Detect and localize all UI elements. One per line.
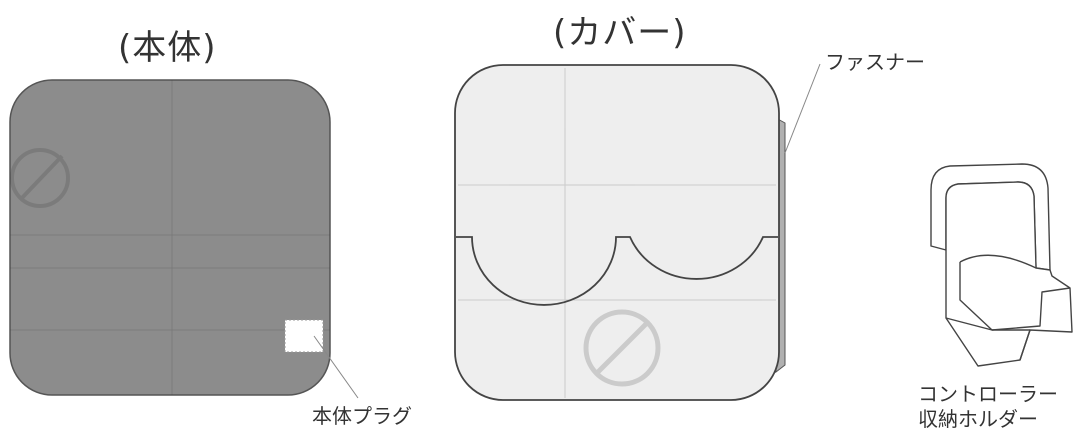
body-plug [284, 319, 324, 353]
holder-inner-pocket [959, 262, 1071, 331]
cover-panel [454, 64, 780, 401]
holder-body [945, 181, 1073, 367]
body-plug-label: 本体プラグ [312, 404, 412, 428]
cover-unit [454, 63, 821, 401]
controller-holder-label-line1: コントローラー [918, 382, 1058, 406]
controller-holder-label-line2: 収納ホルダー [918, 407, 1038, 431]
fastener-leader-line [784, 63, 821, 154]
cover-title: (カバー) [553, 13, 687, 53]
body-show-through [10, 80, 330, 395]
cover-pocket-scallop [456, 236, 778, 306]
body-panel [9, 79, 331, 396]
holder-inner-fold [959, 254, 1037, 269]
cover-show-through [458, 68, 776, 398]
body-unit [9, 79, 359, 399]
controller-holder [930, 163, 1073, 367]
holder-base-edge [945, 317, 1030, 331]
holder-front-cut [1019, 329, 1031, 361]
body-plug-leader-line [313, 335, 359, 399]
body-title: (本体) [118, 28, 217, 68]
fastener-label: ファスナー [825, 50, 925, 74]
